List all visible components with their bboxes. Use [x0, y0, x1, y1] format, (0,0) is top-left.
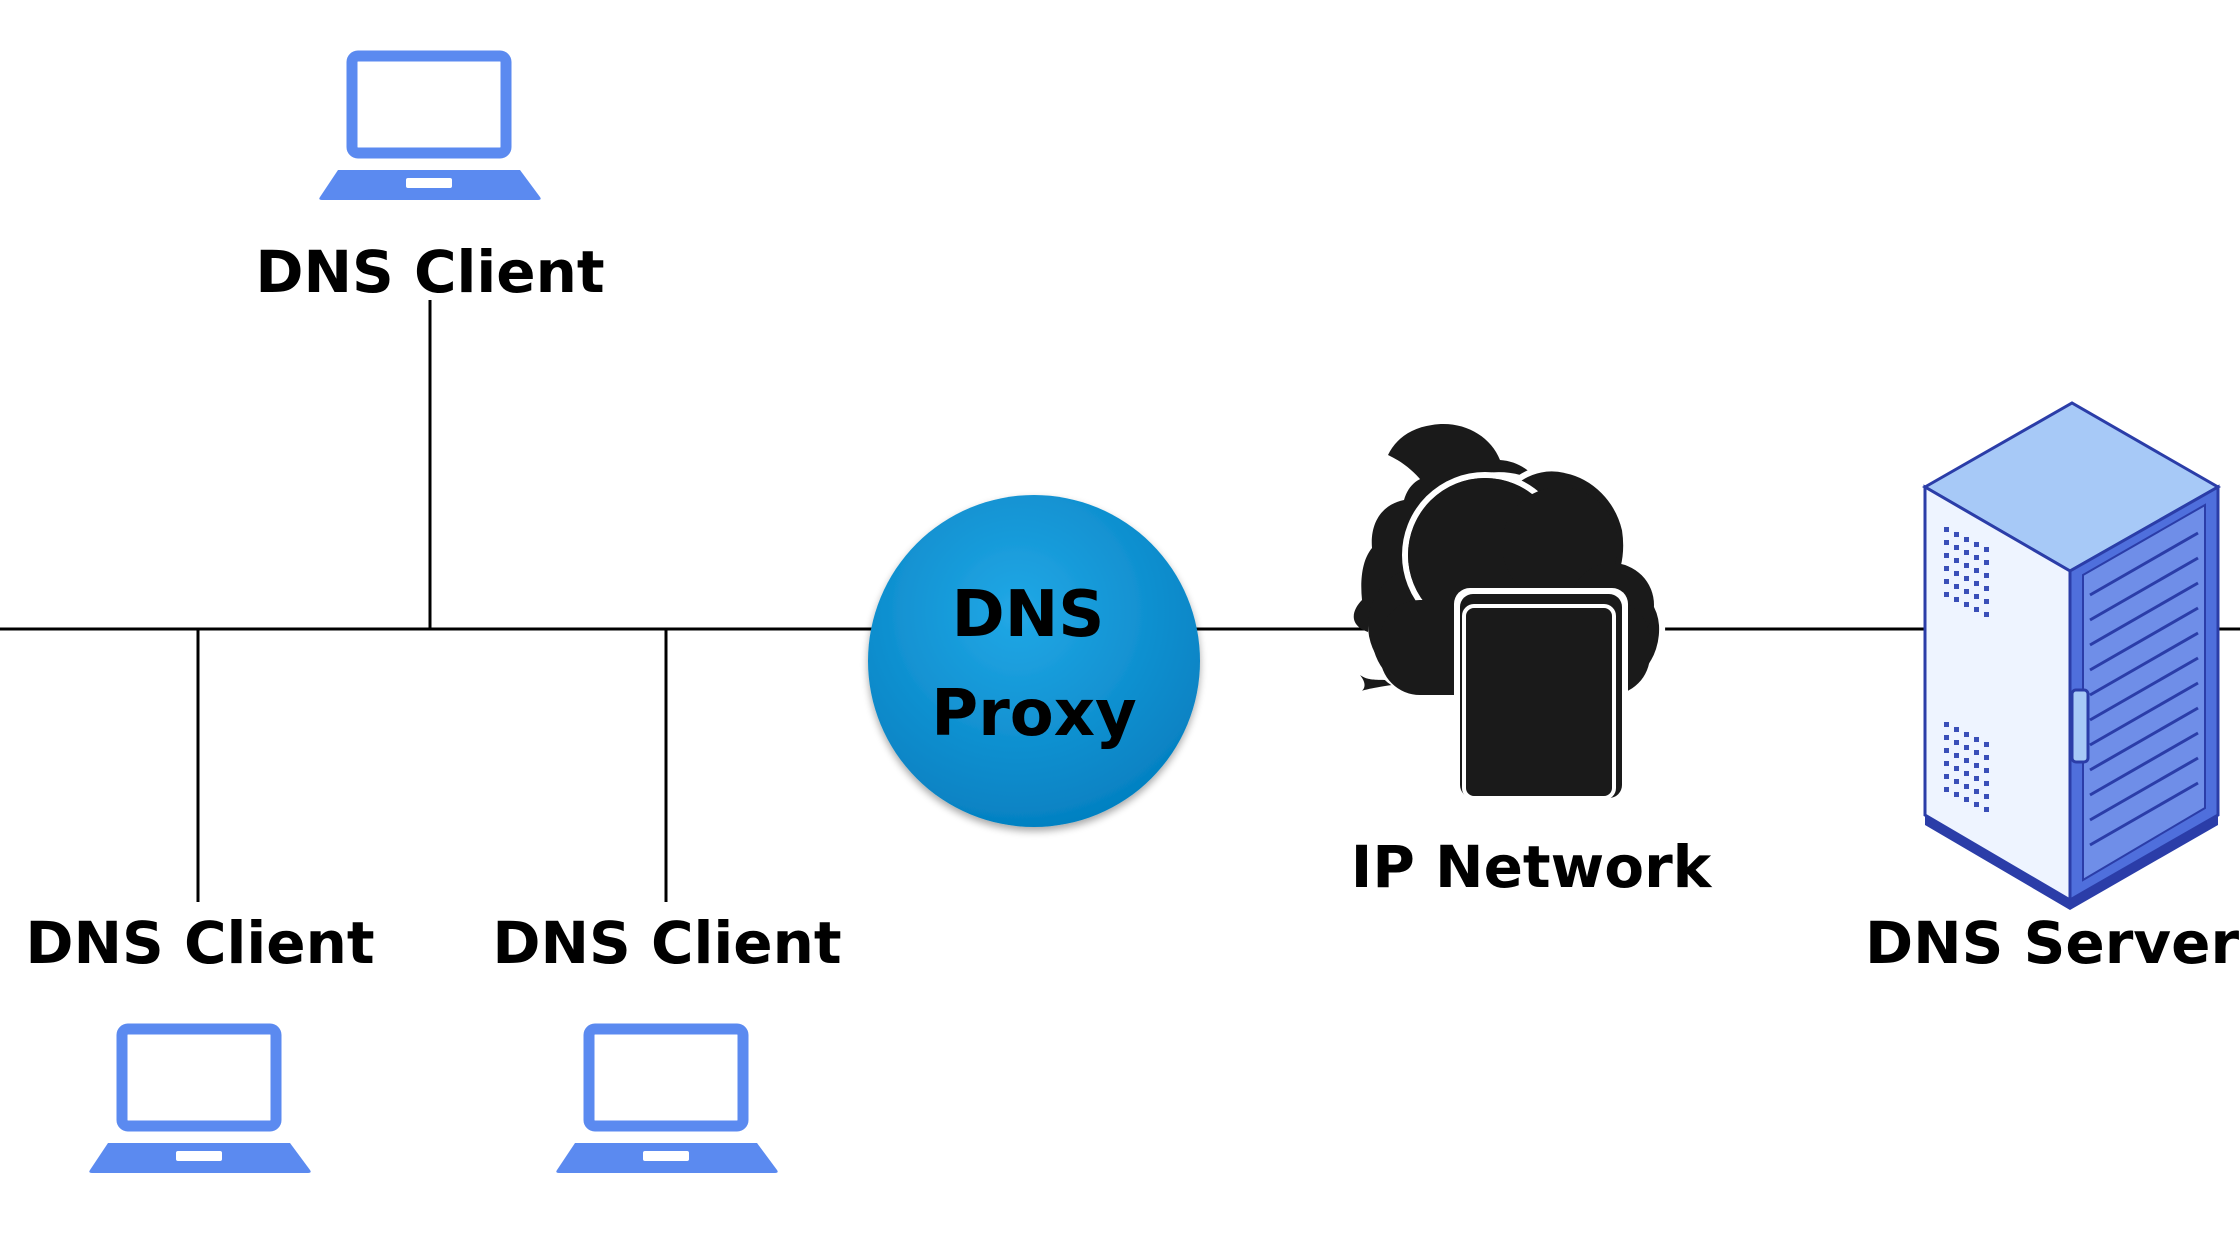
client-bottom-left-label: DNS Client: [25, 909, 374, 977]
vent-grid-upper: [1944, 527, 1989, 617]
dns-proxy-node: DNS Proxy: [868, 495, 1200, 827]
server-label: DNS Server: [1865, 909, 2240, 977]
laptop-icon: [319, 50, 541, 200]
network-label: IP Network: [1351, 833, 1713, 901]
laptop-icon: [89, 1023, 311, 1173]
vent-grid-lower: [1944, 722, 1989, 812]
connection-lines: [0, 300, 2240, 902]
proxy-label-line1: DNS: [952, 578, 1105, 652]
proxy-circle: [868, 495, 1200, 827]
client-bottom-middle-label: DNS Client: [492, 909, 841, 977]
server-rack-icon: [1921, 401, 2222, 910]
laptop-icon: [556, 1023, 778, 1173]
client-top-label: DNS Client: [255, 238, 604, 306]
cloud-network-icon: [1353, 424, 1666, 802]
proxy-label-line2: Proxy: [931, 677, 1136, 751]
